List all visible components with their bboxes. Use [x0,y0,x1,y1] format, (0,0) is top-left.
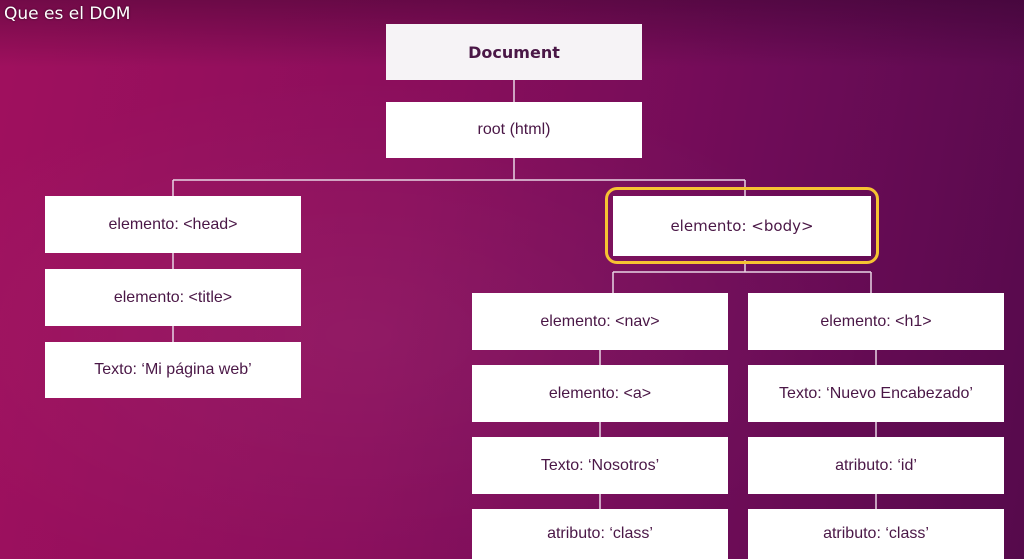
node-nav: elemento: <nav> [472,293,728,350]
node-title-text: Texto: ‘Mi página web’ [45,342,301,398]
node-a-attr-class: atributo: ‘class’ [472,509,728,559]
node-h1-attr-class: atributo: ‘class’ [748,509,1004,559]
node-body: elemento: <body> [613,196,871,256]
node-root-html: root (html) [386,102,642,158]
node-h1: elemento: <h1> [748,293,1004,350]
node-title: elemento: <title> [45,269,301,326]
node-document: Document [386,24,642,80]
node-a: elemento: <a> [472,365,728,422]
body-highlight-frame [605,187,879,264]
node-a-text: Texto: ‘Nosotros’ [472,437,728,494]
node-h1-attr-id: atributo: ‘id’ [748,437,1004,494]
node-head: elemento: <head> [45,196,301,253]
video-title: Que es el DOM [4,4,131,24]
node-h1-text: Texto: ‘Nuevo Encabezado’ [748,365,1004,422]
